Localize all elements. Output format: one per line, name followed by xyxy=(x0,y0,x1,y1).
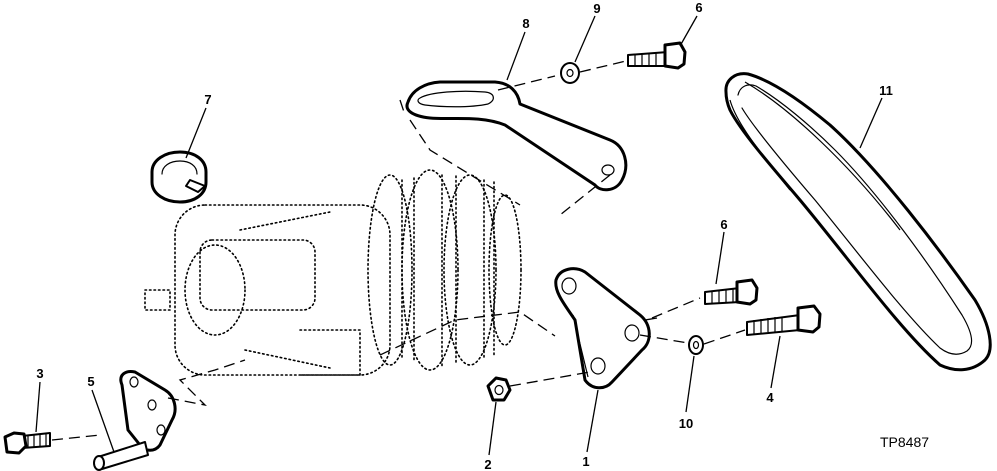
callout-2: 2 xyxy=(484,457,491,471)
cap-screw-4 xyxy=(746,304,822,336)
mounting-bracket xyxy=(554,267,651,390)
callout-11: 11 xyxy=(879,83,893,98)
cap-screw-3 xyxy=(3,431,51,455)
leader-lines xyxy=(35,15,883,456)
cap-screw-6-top xyxy=(627,41,687,70)
callout-3: 3 xyxy=(36,366,43,381)
v-belt xyxy=(724,72,992,372)
callout-7: 7 xyxy=(204,92,211,107)
figure-code: TP8487 xyxy=(880,434,929,450)
washer-9 xyxy=(560,62,580,84)
pivot-bracket xyxy=(93,370,177,471)
callout-10: 10 xyxy=(679,416,693,431)
callout-9: 9 xyxy=(593,1,600,16)
alignment-lines xyxy=(51,60,746,441)
callout-8: 8 xyxy=(522,16,529,31)
callout-4: 4 xyxy=(766,390,774,405)
lock-washer xyxy=(688,335,704,355)
callout-5: 5 xyxy=(87,374,94,389)
spacer-bushing xyxy=(150,150,208,204)
callout-6-top: 6 xyxy=(695,0,702,15)
callout-1: 1 xyxy=(582,454,589,469)
adjusting-strap xyxy=(405,80,628,192)
cap-screw-6-middle xyxy=(704,278,759,306)
callout-labels: 7 8 9 6 11 6 4 10 1 2 3 5 xyxy=(36,0,892,471)
alternator-outline xyxy=(144,169,522,376)
hex-nut xyxy=(486,376,512,402)
callout-6-middle: 6 xyxy=(720,217,727,232)
